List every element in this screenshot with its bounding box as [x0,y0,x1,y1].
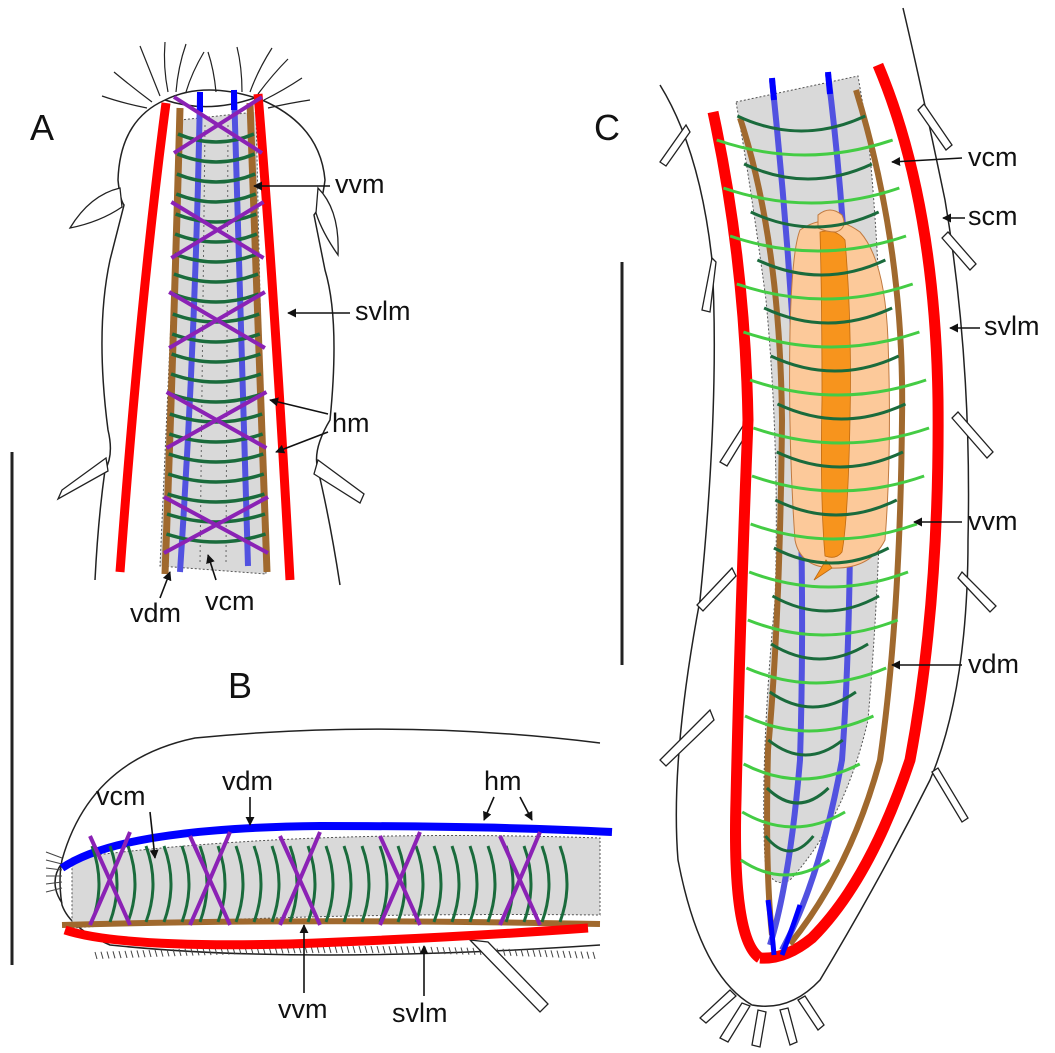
panel-b-bristle [395,946,397,953]
panel-b-bristle [365,946,367,953]
panel-b-bristle [353,946,355,953]
panel-a: A vvm svlm hm vcm vdm [30,42,411,628]
panel-b-bristle [545,950,547,957]
panel-b-bristle [46,852,62,858]
panel-b-bristle [569,951,571,958]
panel-b-hm-label: hm [484,766,522,796]
panel-b-bristle [467,948,469,955]
panel-a-svlm-left [120,103,166,572]
panel-b: B vcm vdm hm vvm svlm [46,665,612,1028]
panel-b-bristle [149,950,151,957]
panel-b-bristle [131,951,133,958]
panel-b-bristle [551,950,553,957]
panel-b-vdm-label: vdm [222,766,273,796]
panel-b-bristle [101,952,103,959]
panel-a-cilia [102,42,310,108]
panel-b-bristle [539,950,541,957]
panel-b-bristle [113,951,115,958]
panel-a-appendage [314,460,364,503]
panel-b-bristle [329,946,331,953]
panel-b-bristle [413,947,415,954]
panel-b-bristle [95,952,97,959]
panel-c-vcm-label: vcm [968,142,1018,172]
panel-b-bristle [533,950,535,957]
panel-b-svlm [65,928,588,945]
panel-b-bristle [143,950,145,957]
panel-b-bristle [563,951,565,958]
panel-b-bristle [209,948,211,955]
panel-b-bristle [575,951,577,958]
panel-b-bristle [587,952,589,959]
panel-b-bristle [557,951,559,958]
panel-b-bristle [185,949,187,956]
panel-c-vvm-label: vvm [968,506,1018,536]
panel-c-svlm-label: svlm [984,311,1040,341]
panel-a-vvm-label: vvm [335,169,385,199]
panel-c-label: C [594,107,620,148]
panel-b-svlm-label: svlm [392,998,448,1028]
panel-b-vcm-label: vcm [96,781,146,811]
panel-b-label: B [228,665,252,706]
panel-b-bristle [401,946,403,953]
panel-b-bristle [425,947,427,954]
panel-b-bristle [419,947,421,954]
panel-a-appendage [70,188,122,228]
panel-b-bristle [407,946,409,953]
panel-b-bristle [107,952,109,959]
panel-b-bristle [179,949,181,956]
panel-b-bristle [347,946,349,953]
panel-b-bristle [455,947,457,954]
panel-b-bristle [125,951,127,958]
panel-b-bristle [371,946,373,953]
panel-b-bristle [389,946,391,953]
panel-a-appendage [58,458,108,499]
panel-b-bristle [119,951,121,958]
panel-c-scm-label: scm [968,201,1018,231]
panel-b-bristle [527,950,529,957]
panel-b-vvm [62,921,600,925]
panel-b-bristle [46,860,62,864]
panel-a-label: A [30,107,54,148]
panel-c-vdm-label: vdm [968,649,1019,679]
panel-c: C vcm scm svlm vvm vdm [594,8,1040,1047]
panel-b-bristle [383,946,385,953]
panel-b-bristle [377,946,379,953]
panel-b-bristle [335,946,337,953]
panel-b-bristle [161,950,163,957]
panel-b-bristle [593,952,595,959]
panel-b-vvm-label: vvm [278,994,328,1024]
panel-a-svlm-label: svlm [355,296,411,326]
panel-a-hm-label: hm [332,408,370,438]
panel-b-bristle [155,950,157,957]
panel-b-bristle [46,868,62,870]
panel-b-bristle [341,946,343,953]
panel-a-vdm-label: vdm [130,598,181,628]
panel-b-bristle [137,950,139,957]
panel-b-bristle [461,948,463,955]
panel-a-vcm-label: vcm [205,586,255,616]
panel-b-bristle [359,946,361,953]
panel-b-bristle [581,951,583,958]
